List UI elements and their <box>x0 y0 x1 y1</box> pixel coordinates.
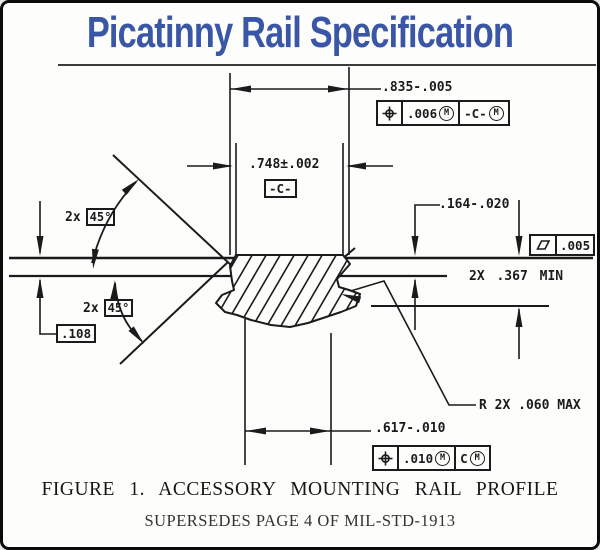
figure-caption: FIGURE 1. ACCESSORY MOUNTING RAIL PROFIL… <box>41 479 559 500</box>
rail-drawing-canvas <box>9 64 596 465</box>
mmc-modifier-icon: M <box>469 450 485 466</box>
arrowheads <box>36 85 523 435</box>
mmc-modifier-icon: M <box>488 105 504 121</box>
position-fcf-bottom: .010 M C M <box>372 445 491 471</box>
fcf-bottom-tolerance: .010 <box>403 450 434 466</box>
flatness-icon <box>531 236 555 254</box>
mmc-modifier-icon: M <box>435 450 451 466</box>
chamfer-angle-top: 2x 45° <box>65 208 116 226</box>
slot-width-dim: .617-.010 <box>375 421 446 436</box>
position-tolerance-icon <box>378 102 401 124</box>
angle-qty: 2x <box>83 300 99 316</box>
rail-profile <box>215 254 361 328</box>
step-height-basic-dim: .108 <box>56 324 97 343</box>
overall-width-dim: .835-.005 <box>382 80 453 95</box>
flange-height-dim: .164-.020 <box>439 197 510 212</box>
radius-dim: R 2X .060 MAX <box>479 398 581 413</box>
fcf-top-datum: -C- <box>464 105 487 121</box>
flatness-tolerance: .005 <box>560 237 591 253</box>
angle-value-box: 45° <box>103 299 134 317</box>
angle-value-box: 45° <box>85 208 116 226</box>
datum-c-label: -C- <box>264 179 297 198</box>
chamfer-angle-bottom: 2x 45° <box>83 299 134 317</box>
fcf-bottom-datum: C <box>460 450 468 466</box>
flatness-fcf: .005 <box>529 234 596 256</box>
fcf-top-tolerance: .006 <box>407 105 438 121</box>
mmc-modifier-icon: M <box>439 105 455 121</box>
position-tolerance-icon <box>374 447 397 469</box>
position-fcf-top: .006 M -C- M <box>376 100 510 126</box>
page-title: Picatinny Rail Specification <box>86 8 514 57</box>
gauge-width-dim: .748±.002 <box>249 157 320 172</box>
figure-supersedes-note: SUPERSEDES PAGE 4 OF MIL-STD-1913 <box>144 511 456 530</box>
min-depth-dim: 2X .367 MIN <box>469 269 564 284</box>
angle-qty: 2x <box>65 209 81 225</box>
